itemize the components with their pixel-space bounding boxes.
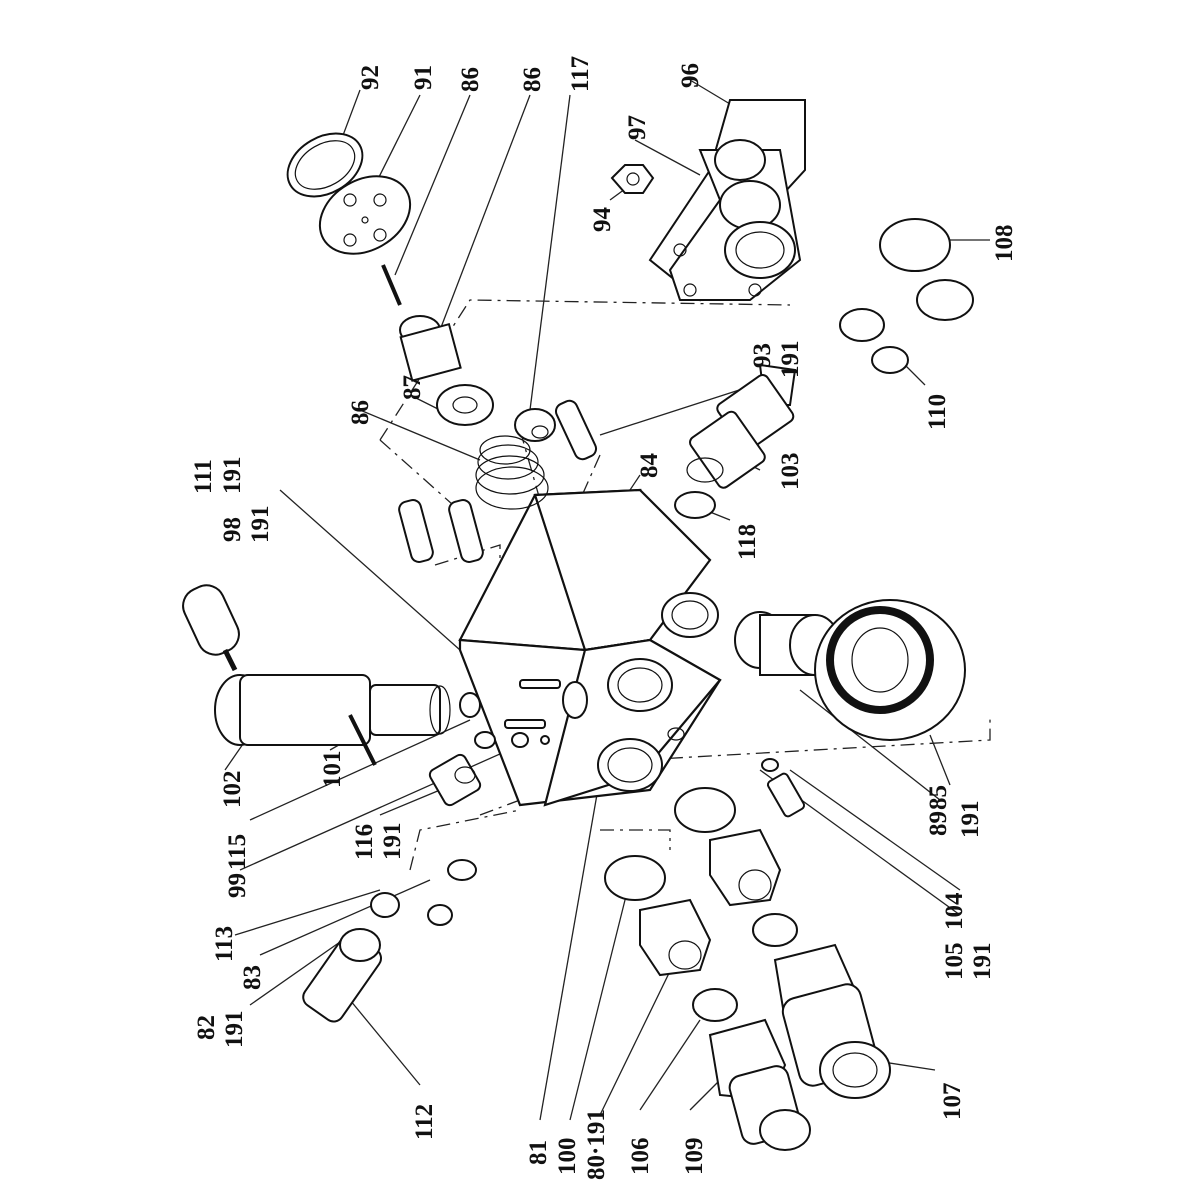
- flange-85: [814, 599, 966, 741]
- label-97: 97: [624, 115, 651, 140]
- label-112: 112: [411, 1104, 438, 1140]
- label-81: 81: [525, 1140, 552, 1165]
- label-89: 89: [925, 811, 952, 836]
- label-117: 117: [567, 56, 594, 92]
- label-85: 85: [925, 785, 952, 810]
- lever-102: [214, 674, 451, 746]
- label-191: 191: [219, 457, 246, 495]
- coupler-107: [773, 943, 891, 1099]
- label-115: 115: [224, 834, 251, 870]
- label-191: 191: [777, 341, 804, 379]
- o-ring-105: [674, 787, 736, 833]
- valve-block: [458, 488, 722, 807]
- label-191: 191: [969, 943, 996, 981]
- label-191: 191: [247, 506, 274, 544]
- o-ring-99: [459, 692, 481, 718]
- nut-94: [610, 164, 655, 194]
- studs-93: [398, 399, 598, 563]
- washer-87: [436, 384, 494, 426]
- disc-91: [318, 175, 412, 255]
- bracket-96: [648, 99, 806, 302]
- label-86: 86: [347, 400, 374, 425]
- label-107: 107: [939, 1083, 966, 1121]
- cap-110: [839, 308, 909, 374]
- label-86: 86: [519, 67, 546, 92]
- bushing-86: [399, 315, 462, 382]
- label-84: 84: [636, 453, 663, 479]
- pin-101: [348, 714, 377, 766]
- label-105: 105: [941, 943, 968, 981]
- label-103: 103: [777, 453, 804, 491]
- label-80-191: 80·191: [583, 1109, 610, 1180]
- cartridge-103: [686, 363, 797, 489]
- label-111: 111: [190, 459, 217, 494]
- label-92: 92: [357, 65, 384, 90]
- pin-86: [381, 264, 402, 306]
- cap-108: [879, 218, 974, 321]
- label-93: 93: [749, 343, 776, 368]
- o-ring-100: [604, 855, 666, 901]
- label-86: 86: [457, 67, 484, 92]
- label-110: 110: [924, 394, 951, 430]
- label-101: 101: [319, 751, 346, 789]
- fitting-116: [428, 753, 482, 807]
- hose-barb-112: [302, 928, 383, 1023]
- label-191: 191: [221, 1011, 248, 1049]
- label-102: 102: [219, 771, 246, 809]
- label-91: 91: [410, 65, 437, 90]
- label-83: 83: [239, 965, 266, 990]
- plug-117: [514, 408, 556, 442]
- adapter-105: [709, 828, 782, 907]
- label-99: 99: [224, 873, 251, 898]
- label-104: 104: [941, 892, 968, 930]
- label-116: 116: [351, 824, 378, 860]
- label-108: 108: [991, 225, 1018, 263]
- seal-106: [692, 988, 738, 1022]
- label-96: 96: [677, 63, 704, 88]
- spring-86: [475, 435, 549, 510]
- adapter-80: [639, 898, 712, 977]
- bolt-104: [761, 758, 806, 818]
- label-94: 94: [589, 207, 616, 233]
- label-191: 191: [957, 801, 984, 839]
- label-113: 113: [211, 926, 238, 962]
- seal-118: [674, 491, 716, 519]
- rings-113-83: [370, 859, 477, 926]
- label-109: 109: [681, 1138, 708, 1176]
- label-100: 100: [554, 1138, 581, 1176]
- label-118: 118: [734, 524, 761, 560]
- label-87: 87: [399, 375, 426, 400]
- label-191: 191: [379, 823, 406, 861]
- handle-knob-98: [182, 584, 240, 672]
- coupler-109: [708, 1018, 811, 1151]
- label-82: 82: [193, 1015, 220, 1040]
- seal-ring: [752, 913, 798, 947]
- label-106: 106: [627, 1138, 654, 1176]
- label-98: 98: [219, 517, 246, 542]
- small-pins: [474, 679, 588, 749]
- part-labels: 92 91 86 86 117 96 97 94 108 87 86 93 19…: [190, 56, 1018, 1180]
